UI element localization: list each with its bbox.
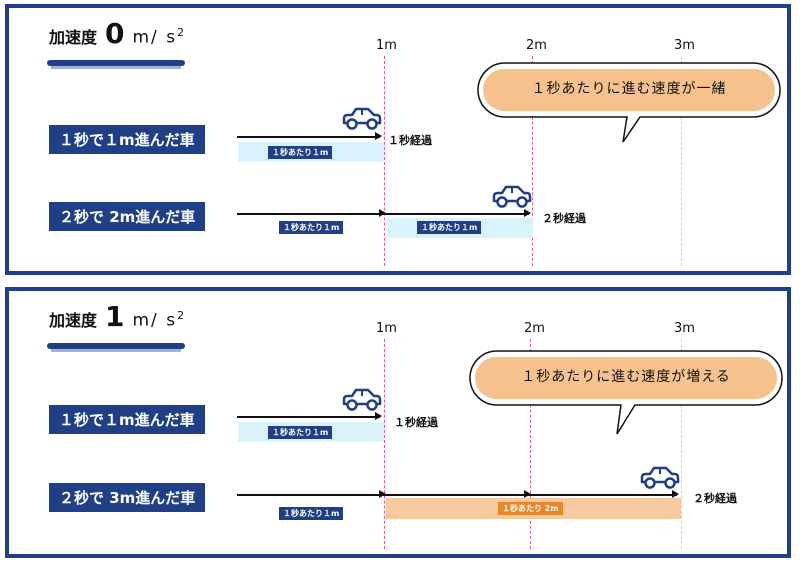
mark-2m: 2m — [526, 38, 547, 53]
distance-chip: １秒あたり１m — [268, 146, 333, 159]
row-label-1: １秒で１m進んだ車 — [49, 405, 205, 434]
motion-arrow — [237, 133, 382, 139]
elapsed-label: １秒経過 — [388, 134, 432, 147]
row-label-1: １秒で１m進んだ車 — [49, 125, 205, 154]
elapsed-label: ２秒経過 — [542, 212, 586, 225]
gridline-3m — [681, 339, 682, 549]
speech-bubble: １秒あたりに進む速度が一緒 — [475, 60, 783, 146]
panel-one-acceleration: 加速度 1 m/ s2 1m 2m 3m １秒あたりに進む速度が増える １秒で１… — [5, 287, 791, 558]
speech-bubble: １秒あたりに進む速度が増える — [467, 348, 785, 438]
car-icon — [640, 466, 680, 489]
acceleration-value: 0 — [105, 17, 125, 50]
gridline-1m — [384, 339, 385, 549]
title-underline — [47, 60, 185, 66]
acceleration-unit: m/ s2 — [132, 309, 187, 331]
car-icon — [492, 185, 532, 208]
motion-arrow — [237, 491, 679, 497]
bubble-text: １秒あたりに進む速度が一緒 — [531, 81, 727, 97]
elapsed-label: １秒経過 — [394, 416, 438, 429]
acceleration-unit: m/ s2 — [132, 26, 187, 48]
bubble-text: １秒あたりに進む速度が増える — [521, 369, 731, 385]
mark-1m: 1m — [376, 321, 397, 336]
gridline-1m — [384, 56, 385, 266]
arrow-midpoint — [379, 490, 386, 498]
panel-title: 加速度 1 m/ s2 — [49, 300, 187, 333]
speech-bubble-shape — [477, 62, 781, 143]
distance-chip: １秒あたり１m — [268, 426, 333, 439]
elapsed-label: ２秒経過 — [693, 492, 737, 505]
panel-zero-acceleration: 加速度 0 m/ s2 1m 2m 3m １秒あたりに進む速度が一緒 １秒で１m… — [5, 4, 791, 275]
gridline-2m — [530, 339, 531, 549]
distance-chip: １秒あたり１m — [279, 221, 344, 234]
motion-arrow — [237, 413, 382, 419]
panel-title: 加速度 0 m/ s2 — [49, 17, 187, 50]
mark-2m: 2m — [524, 321, 545, 336]
row-label-2: ２秒で 3m進んだ車 — [49, 483, 206, 512]
row-label-2: ２秒で 2m進んだ車 — [49, 202, 206, 231]
speech-bubble-shape — [469, 350, 783, 435]
arrow-midpoint — [524, 490, 531, 498]
title-label: 加速度 — [49, 311, 98, 330]
mark-3m: 3m — [674, 38, 695, 53]
mark-1m: 1m — [376, 38, 397, 53]
car-icon — [342, 107, 382, 130]
title-label: 加速度 — [49, 28, 98, 47]
arrow-midpoint — [379, 209, 386, 217]
gridline-2m — [532, 56, 533, 266]
acceleration-value: 1 — [105, 300, 125, 333]
car-icon — [342, 388, 382, 411]
title-underline-shadow — [51, 66, 181, 69]
title-underline-shadow — [51, 349, 181, 352]
distance-chip: １秒あたり１m — [279, 507, 344, 520]
distance-chip: １秒あたり１m — [417, 221, 482, 234]
title-underline — [47, 343, 185, 349]
gridline-3m — [681, 56, 682, 266]
mark-3m: 3m — [674, 321, 695, 336]
distance-chip: １秒あたり 2m — [498, 502, 563, 515]
